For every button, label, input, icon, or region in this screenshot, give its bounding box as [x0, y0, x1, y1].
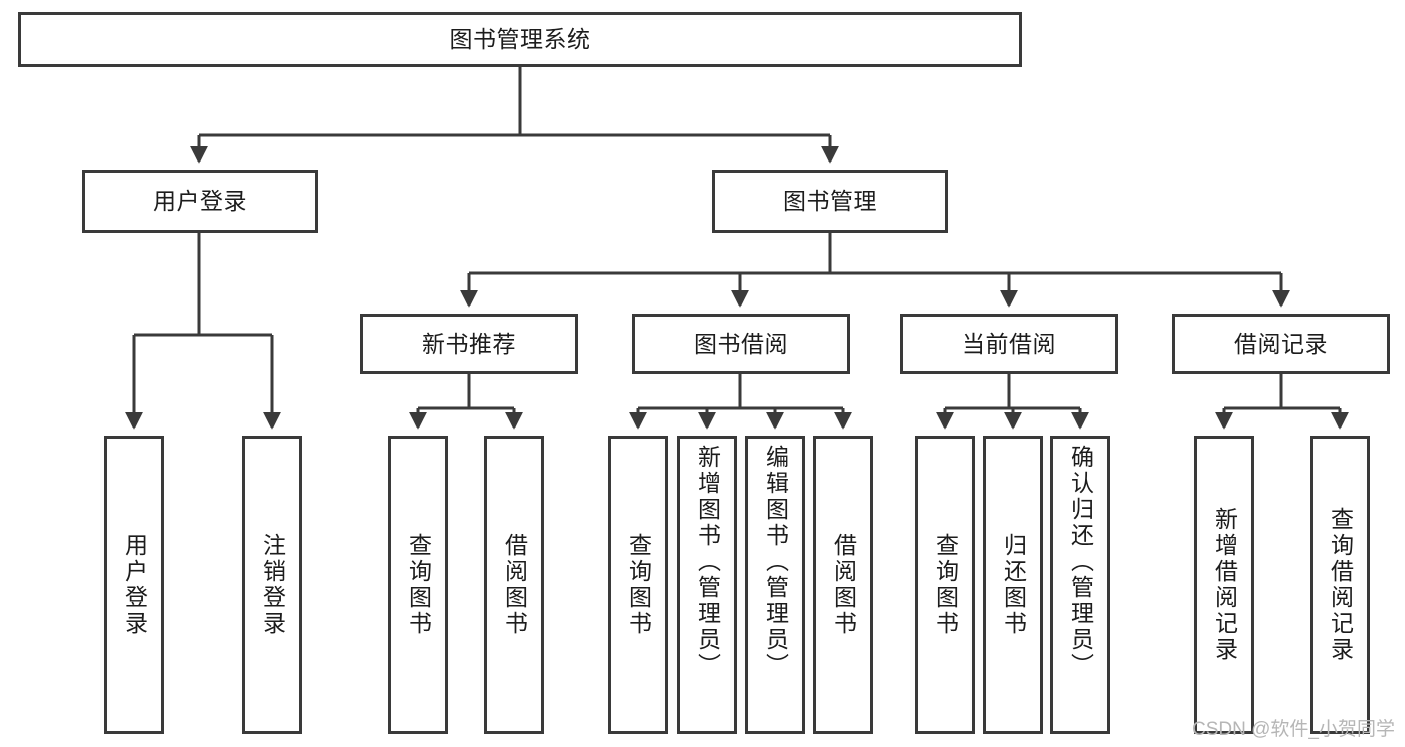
node-leaf-add-book-label: 新增图书（管理员） — [694, 445, 721, 679]
node-leaf-borrow-book-2[interactable]: 借阅图书 — [813, 436, 873, 734]
node-user-login[interactable]: 用户登录 — [82, 170, 318, 233]
node-leaf-query-book-2-label: 查询图书 — [625, 533, 652, 637]
node-leaf-edit-book-label: 编辑图书（管理员） — [762, 445, 789, 679]
node-current-borrow-label: 当前借阅 — [962, 330, 1056, 357]
node-leaf-logout-login[interactable]: 注销登录 — [242, 436, 302, 734]
node-leaf-add-record[interactable]: 新增借阅记录 — [1194, 436, 1254, 734]
node-leaf-return-book[interactable]: 归还图书 — [983, 436, 1043, 734]
node-book-borrow-label: 图书借阅 — [694, 330, 788, 357]
csdn-watermark: CSDN @软件_小贺同学 — [1192, 719, 1395, 740]
node-leaf-user-login[interactable]: 用户登录 — [104, 436, 164, 734]
node-leaf-borrow-book-1-label: 借阅图书 — [501, 533, 528, 637]
node-leaf-borrow-book-2-label: 借阅图书 — [830, 533, 857, 637]
node-book-manage[interactable]: 图书管理 — [712, 170, 948, 233]
node-new-book-recommend[interactable]: 新书推荐 — [360, 314, 578, 374]
node-current-borrow[interactable]: 当前借阅 — [900, 314, 1118, 374]
node-leaf-return-book-label: 归还图书 — [1000, 533, 1027, 637]
node-leaf-user-login-label: 用户登录 — [121, 533, 148, 637]
node-leaf-add-record-label: 新增借阅记录 — [1211, 507, 1238, 663]
node-leaf-query-book-1-label: 查询图书 — [405, 533, 432, 637]
node-new-book-recommend-label: 新书推荐 — [422, 330, 516, 357]
node-leaf-logout-login-label: 注销登录 — [259, 533, 286, 637]
node-leaf-borrow-book-1[interactable]: 借阅图书 — [484, 436, 544, 734]
node-leaf-confirm-return-label: 确认归还（管理员） — [1067, 445, 1094, 679]
node-root[interactable]: 图书管理系统 — [18, 12, 1022, 67]
node-leaf-add-book[interactable]: 新增图书（管理员） — [677, 436, 737, 734]
node-leaf-query-book-2[interactable]: 查询图书 — [608, 436, 668, 734]
node-leaf-query-book-1[interactable]: 查询图书 — [388, 436, 448, 734]
node-leaf-query-book-3-label: 查询图书 — [932, 533, 959, 637]
node-borrow-record[interactable]: 借阅记录 — [1172, 314, 1390, 374]
node-leaf-confirm-return[interactable]: 确认归还（管理员） — [1050, 436, 1110, 734]
node-leaf-query-book-3[interactable]: 查询图书 — [915, 436, 975, 734]
node-leaf-query-record-label: 查询借阅记录 — [1327, 507, 1354, 663]
node-book-manage-label: 图书管理 — [783, 188, 877, 215]
node-leaf-edit-book[interactable]: 编辑图书（管理员） — [745, 436, 805, 734]
node-borrow-record-label: 借阅记录 — [1234, 330, 1328, 357]
node-user-login-label: 用户登录 — [153, 188, 247, 215]
node-leaf-query-record[interactable]: 查询借阅记录 — [1310, 436, 1370, 734]
node-root-label: 图书管理系统 — [449, 26, 591, 53]
node-book-borrow[interactable]: 图书借阅 — [632, 314, 850, 374]
